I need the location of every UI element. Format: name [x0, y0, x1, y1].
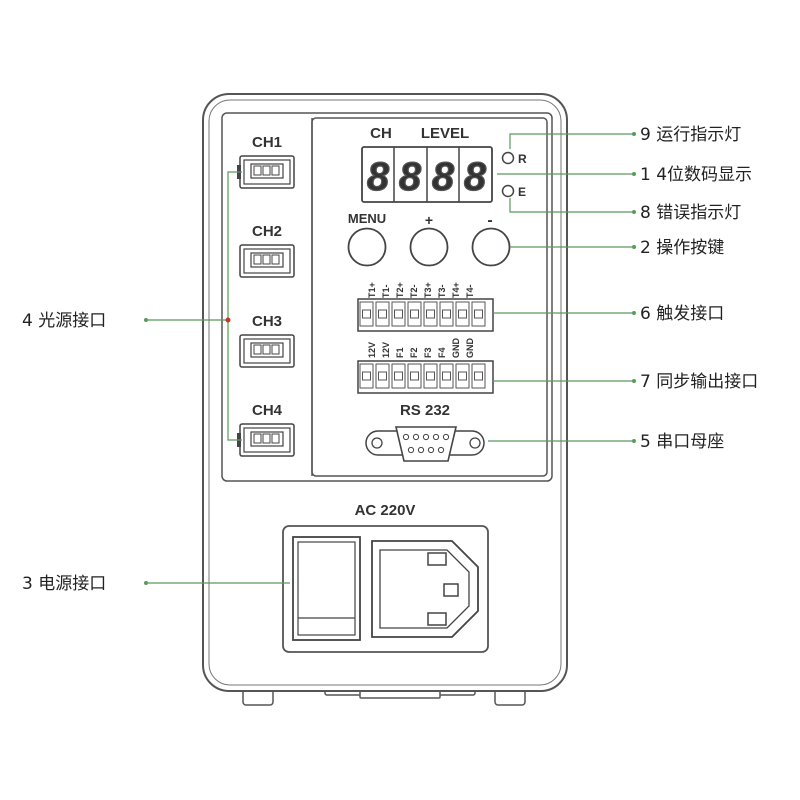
power-switch[interactable]: [292, 536, 361, 641]
ch2-label: CH2: [252, 223, 282, 240]
ac-label: AC 220V: [355, 502, 416, 519]
menu-button[interactable]: [347, 227, 387, 267]
plus-button[interactable]: [409, 227, 449, 267]
digit-1: 8: [367, 155, 390, 199]
output-pin-label: F3: [423, 347, 433, 358]
trigger-pin-label: T4-: [465, 284, 475, 298]
trigger-pin-label: T3+: [423, 282, 433, 298]
ch1-label: CH1: [252, 134, 282, 151]
output-pin-label: 12V: [381, 342, 391, 358]
output-pin-label: GND: [451, 338, 461, 359]
channel-connectors: CH1 CH2 CH3 CH4: [237, 134, 295, 457]
callout-serial-port: 5 串口母座: [640, 432, 724, 452]
minus-button[interactable]: [471, 227, 511, 267]
callout-operation-keys: 2 操作按键: [640, 238, 724, 258]
ch2-connector[interactable]: [239, 244, 295, 278]
error-led-label: E: [518, 185, 526, 199]
run-led-label: R: [518, 152, 527, 166]
trigger-pin-label: T1-: [381, 284, 391, 298]
trigger-pin-labels: T1+ T1- T2+ T2- T3+ T3- T4+ T4-: [367, 282, 475, 298]
rs232-label: RS 232: [400, 402, 450, 419]
ch1-connector[interactable]: [237, 155, 295, 189]
error-led: [501, 184, 515, 198]
trigger-pin-label: T2-: [409, 284, 419, 298]
output-pin-label: F1: [395, 347, 405, 358]
callout-trigger-interface: 6 触发接口: [640, 304, 724, 324]
trigger-pin-label: T2+: [395, 282, 405, 298]
housing-inner: [208, 99, 562, 686]
ch4-connector[interactable]: [237, 423, 295, 457]
output-pin-label: F2: [409, 347, 419, 358]
callout-light-source: 4 光源接口: [22, 311, 106, 331]
display-ch-label: CH: [370, 125, 392, 142]
callout-sync-output: 7 同步输出接口: [640, 372, 758, 392]
output-pin-labels: 12V 12V F1 F2 F3 F4 GND GND: [367, 338, 475, 359]
ch3-connector[interactable]: [239, 334, 295, 368]
callout-leaders: [148, 133, 632, 584]
plus-label: +: [425, 212, 433, 228]
display-level-label: LEVEL: [421, 125, 469, 142]
trigger-pin-label: T1+: [367, 282, 377, 298]
trigger-terminal-block[interactable]: [357, 298, 494, 332]
output-pin-label: 12V: [367, 342, 377, 358]
ch3-label: CH3: [252, 313, 282, 330]
digit-2: 8: [399, 155, 422, 199]
output-pin-label: F4: [437, 347, 447, 358]
callout-digit-display: 1 4位数码显示: [640, 165, 752, 185]
run-led: [501, 151, 515, 165]
junction-dot: [225, 317, 231, 323]
callout-run-indicator: 9 运行指示灯: [640, 125, 741, 145]
callout-power-interface: 3 电源接口: [22, 574, 106, 594]
output-terminal-block[interactable]: [357, 360, 494, 394]
menu-label: MENU: [348, 211, 386, 226]
trigger-pin-label: T3-: [437, 284, 447, 298]
iec-power-inlet[interactable]: [371, 540, 479, 638]
rs232-port[interactable]: [365, 426, 485, 462]
ch4-label: CH4: [252, 402, 283, 419]
four-digit-display: 8 8 8 8: [361, 146, 493, 203]
minus-label: -: [487, 212, 492, 229]
trigger-pin-label: T4+: [451, 282, 461, 298]
digit-3: 8: [432, 155, 455, 199]
callout-error-indicator: 8 错误指示灯: [640, 203, 741, 223]
digit-4: 8: [464, 155, 487, 199]
callout-endpoints: [144, 132, 636, 585]
output-pin-label: GND: [465, 338, 475, 359]
